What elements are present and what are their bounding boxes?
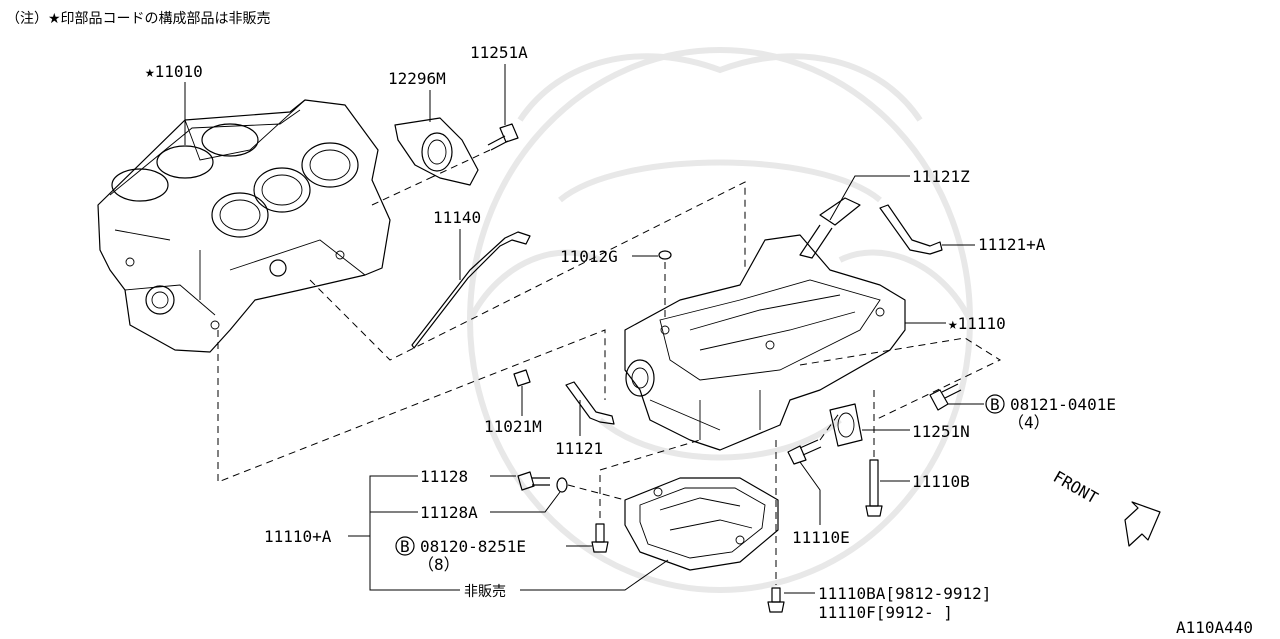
- bolt-symbol-circle-08121: [985, 394, 1005, 414]
- label-11110F: 11110F[9912- ]: [818, 603, 953, 622]
- seal-retainer-drawing: [394, 117, 479, 186]
- front-arrow-icon: [1124, 501, 1161, 547]
- label-11110B: 11110B: [912, 472, 970, 491]
- diagram-code: A110A440: [1176, 618, 1253, 637]
- upper-oil-pan-drawing: [624, 234, 906, 451]
- leader-11121Z: [829, 175, 910, 221]
- label-08121-qty: （4）: [1008, 413, 1050, 432]
- label-11121A: 11121+A: [978, 235, 1046, 254]
- label-11251N: 11251N: [912, 422, 970, 441]
- watermark-emblem: [467, 47, 973, 593]
- bracket-11121A-drawing: [879, 204, 943, 255]
- dipstick-drawing: [411, 231, 531, 349]
- front-label: FRONT: [1050, 467, 1102, 508]
- label-08120: 08120-8251E: [420, 537, 526, 556]
- seal-11251N-drawing: [829, 403, 863, 447]
- bolt-08120-drawing: [591, 523, 609, 553]
- plug-11128-drawing: [517, 471, 550, 491]
- bolt-symbol-circle-08120: [395, 536, 415, 556]
- washer-11128A-drawing: [556, 477, 568, 493]
- label-11128A: 11128A: [420, 503, 478, 522]
- assembly-dashed-lines: [217, 149, 1002, 585]
- bracket-11121-drawing: [565, 381, 615, 425]
- label-11110BA: 11110BA[9812-9912]: [818, 584, 991, 603]
- label-12296M: 12296M: [388, 69, 446, 88]
- label-11128: 11128: [420, 467, 468, 486]
- bolt-symbol-08121: B: [990, 395, 1000, 414]
- gasket-11012G-drawing: [658, 250, 672, 260]
- label-11010: ★11010: [145, 62, 203, 81]
- label-11121: 11121: [555, 439, 603, 458]
- label-11251A: 11251A: [470, 43, 528, 62]
- bolt-11110BA-drawing: [767, 587, 785, 613]
- bolt-symbol-08120: B: [400, 537, 410, 556]
- bolt-11251A-drawing: [487, 123, 519, 151]
- lower-oil-pan-drawing: [624, 477, 779, 571]
- plug-11021M-drawing: [513, 369, 531, 387]
- bolt-11110E-drawing: [787, 439, 822, 465]
- note-text: （注）★印部品コードの構成部品は非販売: [6, 11, 271, 27]
- label-11110E: 11110E: [792, 528, 850, 547]
- group-bracket-11110A: [348, 475, 669, 591]
- label-11110: ★11110: [948, 314, 1006, 333]
- label-11021M: 11021M: [484, 417, 542, 436]
- label-08121: 08121-0401E: [1010, 395, 1116, 414]
- leader-11110E: [799, 461, 821, 525]
- bolt-11110B-drawing: [865, 459, 883, 517]
- label-11140: 11140: [433, 208, 481, 227]
- label-11012G: 11012G: [560, 247, 618, 266]
- strainer-drawing: [799, 197, 861, 259]
- cylinder-block-drawing: [97, 99, 391, 353]
- label-not-sold: 非販売: [464, 584, 506, 600]
- label-08120-qty: （8）: [418, 555, 460, 574]
- label-11121Z: 11121Z: [912, 167, 970, 186]
- label-11110A: 11110+A: [264, 527, 332, 546]
